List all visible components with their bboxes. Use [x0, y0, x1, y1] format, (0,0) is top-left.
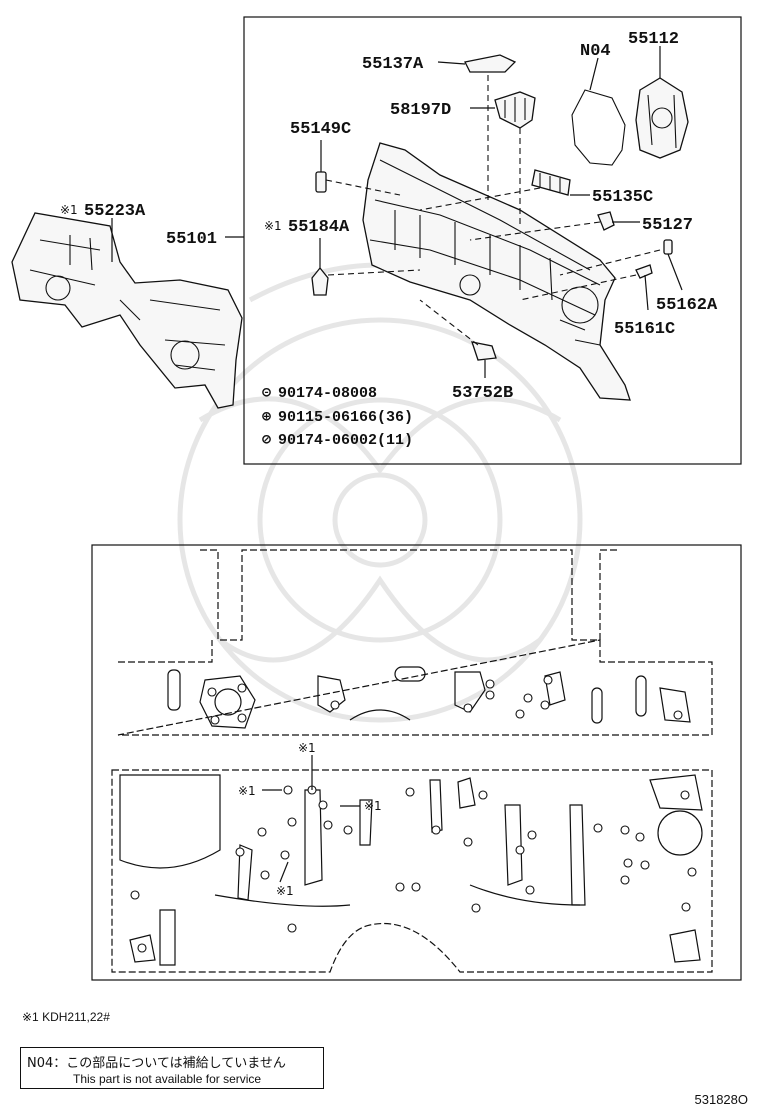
clip-55149c-illustration: [315, 140, 327, 193]
label-55101: 55101: [166, 230, 217, 249]
label-55149c: 55149C: [290, 120, 351, 139]
fastener-part: 90174-08008: [278, 385, 377, 402]
label-55162a: 55162A: [656, 296, 718, 315]
label-55135c: 55135C: [592, 188, 653, 207]
label-n04: N04: [580, 42, 611, 61]
fastener-symbol: ⊝: [262, 385, 271, 402]
seal-n04-illustration: [571, 89, 626, 166]
clip-55127-illustration: [597, 211, 615, 231]
clip-55161c-illustration: [635, 264, 653, 279]
cover-55112-illustration: [635, 77, 689, 159]
label-55112: 55112: [628, 30, 679, 49]
assembly-lines: [325, 75, 661, 346]
footnote: ※1 KDH211,22#: [22, 1010, 110, 1024]
plan-mark-4: ※1: [276, 884, 294, 898]
fastener-symbol: ⊕: [262, 409, 271, 426]
fastener-part: 90174-06002(11): [278, 432, 413, 449]
fastener-symbol: ⊘: [262, 432, 271, 449]
label-55184a: 55184A: [288, 218, 350, 237]
plan-marks: [262, 755, 360, 883]
bracket-53752b-illustration: [471, 341, 497, 378]
exploded-view-frame: [243, 16, 742, 465]
mark-silencer: ※1: [60, 203, 78, 217]
plan-mark-1: ※1: [298, 741, 316, 755]
clip-55162a-illustration: [663, 239, 673, 255]
label-55137a: 55137A: [362, 55, 424, 74]
retainer-55137a-illustration: [464, 54, 517, 73]
plan-mark-2: ※1: [238, 784, 256, 798]
diagram-id: 531828O: [694, 1092, 749, 1107]
label-53752b: 53752B: [452, 384, 513, 403]
label-55127: 55127: [642, 216, 693, 235]
part-leaders: [437, 46, 683, 311]
dash-panel-55101-illustration: [362, 142, 631, 401]
plan-mark-3: ※1: [364, 799, 382, 813]
plug-55184a-illustration: [311, 238, 329, 296]
label-55223a: 55223A: [84, 202, 146, 221]
note-english: This part is not available for service: [73, 1072, 262, 1086]
silencer-55223a-illustration: [11, 212, 243, 409]
plan-view-frame: [91, 544, 742, 981]
mark-plug: ※1: [264, 219, 282, 233]
bracket-55135c-illustration: [531, 169, 571, 196]
label-58197d: 58197D: [390, 101, 451, 120]
fastener-part: 90115-06166(36): [278, 409, 413, 426]
note-japanese: N04：この部品については補給していません: [27, 1056, 286, 1071]
plan-bolt-symbols: [130, 675, 697, 953]
availability-note: N04：この部品については補給していません This part is not a…: [20, 1047, 324, 1089]
label-55161c: 55161C: [614, 320, 675, 339]
dash-panel-plan-view: [111, 549, 713, 973]
bracket-58197d-illustration: [494, 91, 536, 129]
watermark-logo: [177, 262, 583, 723]
